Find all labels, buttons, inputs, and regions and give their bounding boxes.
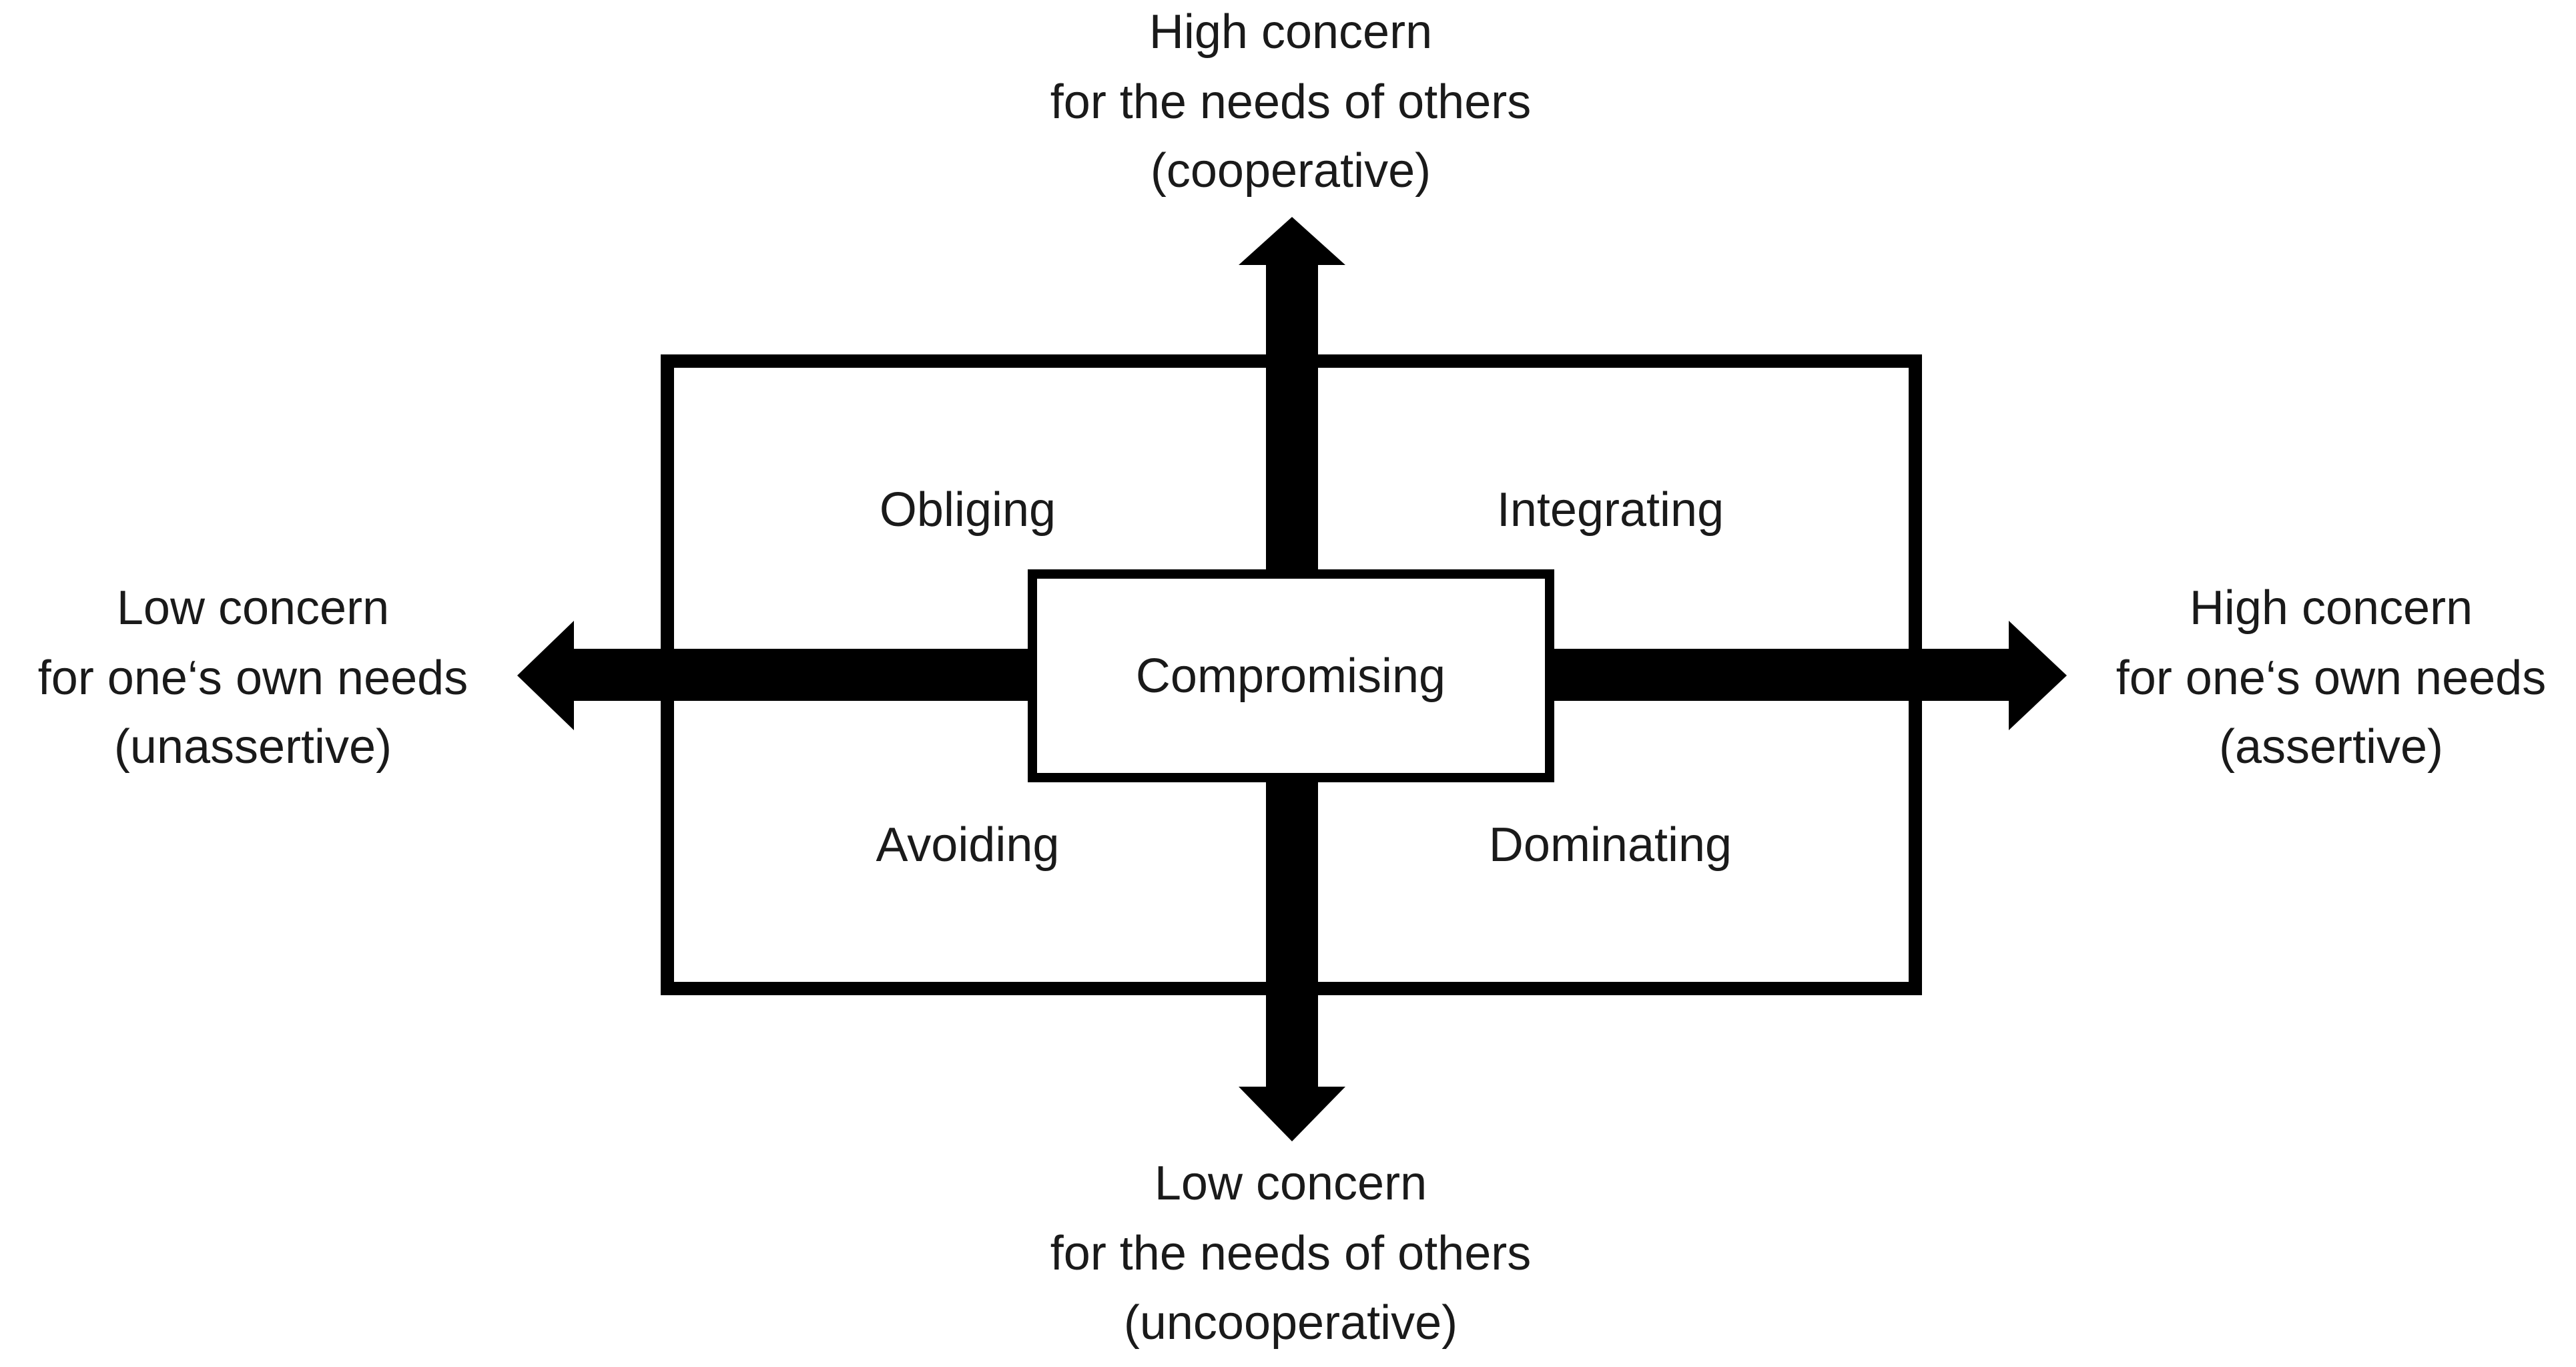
axis-label-left-line1: Low concern: [117, 581, 389, 635]
quadrant-label-integrating: Integrating: [1497, 483, 1724, 537]
quadrant-label-obliging: Obliging: [880, 483, 1056, 537]
axis-label-right-line2: for one‘s own needs: [2116, 651, 2546, 705]
arrow-head-left: [517, 621, 574, 730]
axis-label-bottom-line3: (uncooperative): [1124, 1296, 1458, 1350]
quadrant-label-dominating: Dominating: [1489, 818, 1732, 872]
axis-label-left-line2: for one‘s own needs: [38, 651, 468, 705]
compromising-box: [1028, 569, 1554, 782]
axis-label-top-line3: (cooperative): [1151, 144, 1431, 198]
axis-label-bottom-line1: Low concern: [1155, 1157, 1427, 1210]
axis-label-right-line3: (assertive): [2219, 720, 2443, 774]
quadrant-label-avoiding: Avoiding: [876, 818, 1060, 872]
axis-label-top: High concern for the needs of others (co…: [1050, 5, 1531, 198]
arrow-head-down: [1239, 1087, 1345, 1141]
arrow-head-up: [1239, 217, 1345, 265]
arrow-head-right: [2009, 621, 2067, 730]
axis-label-bottom: Low concern for the needs of others (unc…: [1050, 1157, 1531, 1350]
center-label-compromising: Compromising: [1136, 649, 1445, 703]
axis-label-bottom-line2: for the needs of others: [1050, 1227, 1531, 1280]
axis-label-left: Low concern for one‘s own needs (unasser…: [38, 581, 468, 774]
axis-label-top-line1: High concern: [1149, 5, 1432, 59]
axis-label-right-line1: High concern: [2190, 581, 2473, 635]
axis-label-right: High concern for one‘s own needs (assert…: [2116, 581, 2546, 774]
axis-label-top-line2: for the needs of others: [1050, 75, 1531, 129]
axis-label-left-line3: (unassertive): [114, 720, 392, 774]
